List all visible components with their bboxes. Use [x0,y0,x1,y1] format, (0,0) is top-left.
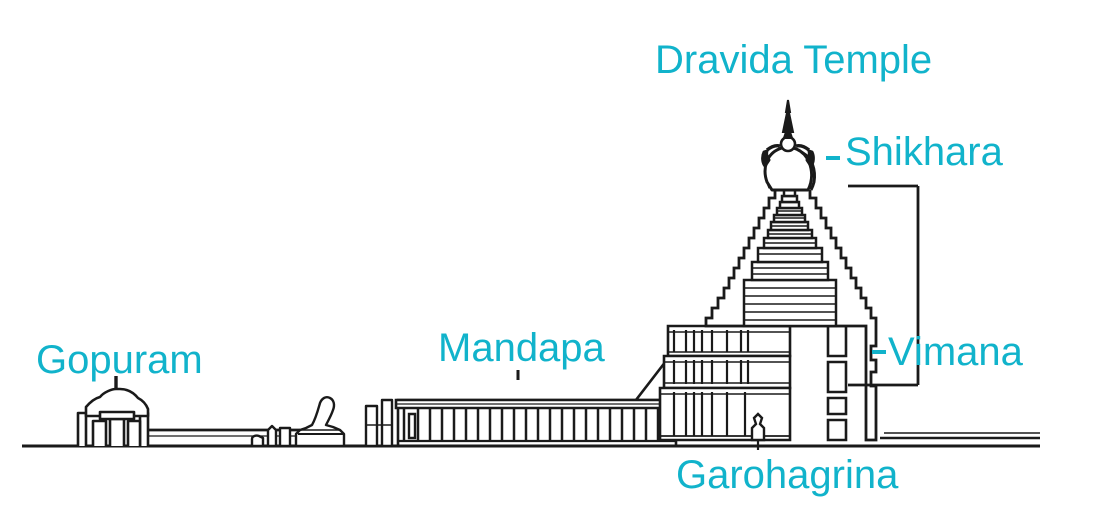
label-mandapa: Mandapa [438,326,605,370]
vimana-tier-mouldings [744,210,836,321]
shikhara-dome [761,143,816,192]
label-vimana: Vimana [888,330,1023,374]
label-garbhagriha: Garohagrina [676,453,899,497]
vimana-measurement-bracket [848,184,920,387]
shikhara-finial-kalasha [779,99,797,153]
vimana-base-detail [660,330,790,450]
page-title: Dravida Temple [655,38,933,82]
forecourt-shrines [250,396,394,448]
vimana-pilaster-strip [826,324,848,442]
label-gopuram: Gopuram [36,338,203,382]
label-shikhara: Shikhara [845,130,1003,174]
